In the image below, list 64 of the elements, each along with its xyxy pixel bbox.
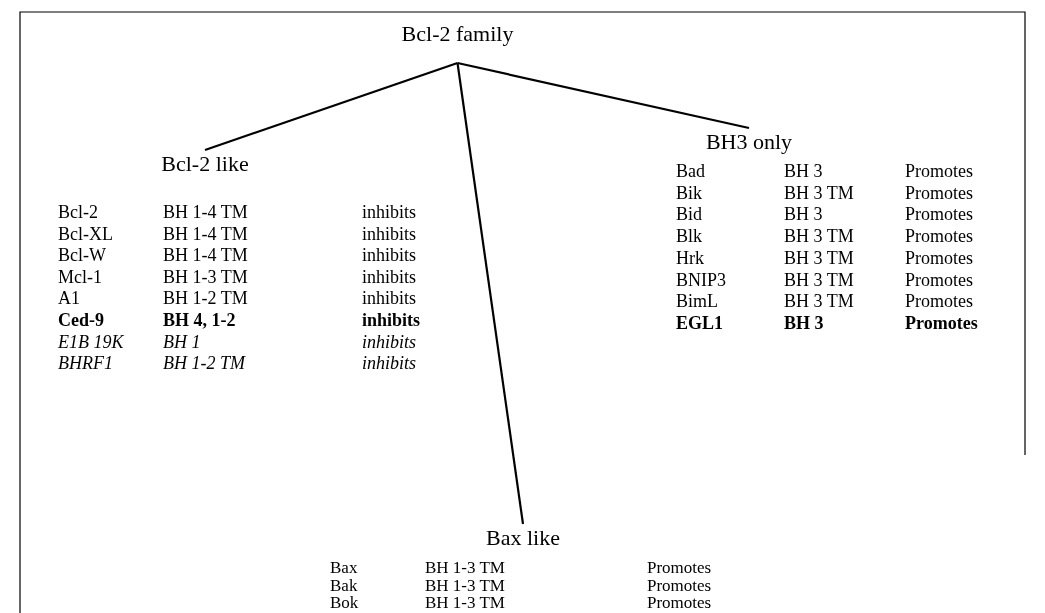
table-cell-text: E1B 19K <box>58 331 124 354</box>
table-cell-text: Bid <box>676 204 702 227</box>
table-cell-text: BH 3 TM <box>784 182 854 205</box>
table-cell-text: inhibits <box>362 202 416 224</box>
table-cell-text: inhibits <box>362 245 416 267</box>
table-cell-text: Promotes <box>905 291 973 313</box>
table-cell-text: Bcl-2 <box>58 202 98 224</box>
table-cell-text: BH 1-3 TM <box>425 576 505 594</box>
table-cell-text: BH 3 TM <box>784 269 854 292</box>
table-cell-text: BH 1 <box>163 331 201 354</box>
table-cell-text: inhibits <box>362 288 416 310</box>
table-cell-text: BH 1-2 TM <box>163 288 248 310</box>
table-cell-text: EGL1 <box>676 312 723 335</box>
table-cell-text: Hrk <box>676 247 704 270</box>
table-cell-text: BH 3 <box>784 161 823 183</box>
table-cell-text: Bak <box>330 576 358 594</box>
table-cell-text: Bad <box>676 161 705 183</box>
table-cell-text: A1 <box>58 288 80 310</box>
table-cell-text: inhibits <box>362 266 416 289</box>
table-cell-text: Bcl-W <box>58 245 106 267</box>
table-cell-text: BH 1-4 TM <box>163 223 248 246</box>
table-cell-text: inhibits <box>362 331 416 354</box>
table-cell-text: Promotes <box>905 182 973 205</box>
table-cell-text: BH 1-4 TM <box>163 202 248 224</box>
table-cell-text: BH 1-3 TM <box>425 559 505 577</box>
table-cell-text: Promotes <box>905 161 973 183</box>
table-cell-text: BH 1-3 TM <box>163 266 248 289</box>
table-cell-text: BNIP3 <box>676 269 726 292</box>
connector-line <box>204 61 458 152</box>
table-cell-text: BH 3 TM <box>784 291 854 313</box>
table-cell-text: inhibits <box>362 310 421 332</box>
table-cell-text: Bcl-XL <box>58 223 113 246</box>
table-cell-text: BH 1-3 TM <box>425 594 505 612</box>
table-cell-text: Bok <box>330 594 359 612</box>
table-cell-text: Blk <box>676 226 702 248</box>
table-cell-text: inhibits <box>362 223 416 246</box>
table-cell-text: BH 4, 1-2 <box>163 310 236 332</box>
table-cell-text: BH 3 <box>784 312 824 335</box>
table-cell-text: Promotes <box>647 576 712 594</box>
table-cell-text: BH 3 TM <box>784 247 854 270</box>
table-cell-text: Bax <box>330 559 358 577</box>
connector-line <box>457 61 750 130</box>
table-cell-text: Promotes <box>905 226 973 248</box>
group-heading: Bax like <box>463 524 583 556</box>
group-heading: Bcl-2 like <box>140 150 270 184</box>
table-cell-text: Promotes <box>905 204 973 227</box>
table-cell-text: BHRF1 <box>58 353 113 375</box>
table-cell-text: BimL <box>676 291 718 313</box>
table-cell-text: BH 1-2 TM <box>163 353 245 375</box>
table-cell-text: Promotes <box>905 269 973 292</box>
table-cell-text: Promotes <box>905 247 973 270</box>
table-cell-text: BH 3 TM <box>784 226 854 248</box>
group-heading: Bcl-2 family <box>380 20 535 63</box>
table-cell-text: Ced-9 <box>58 310 104 332</box>
group-heading: BH3 only <box>688 128 810 160</box>
table-cell-text: BH 1-4 TM <box>163 245 248 267</box>
connector-line <box>456 62 525 525</box>
table-cell-text: Promotes <box>647 594 712 612</box>
table-cell-text: Mcl-1 <box>58 266 102 289</box>
table-cell-text: Promotes <box>905 312 978 335</box>
table-cell-text: inhibits <box>362 353 416 375</box>
table-cell-text: Promotes <box>647 559 712 577</box>
table-cell-text: Bik <box>676 182 702 205</box>
table-cell-text: BH 3 <box>784 204 823 227</box>
